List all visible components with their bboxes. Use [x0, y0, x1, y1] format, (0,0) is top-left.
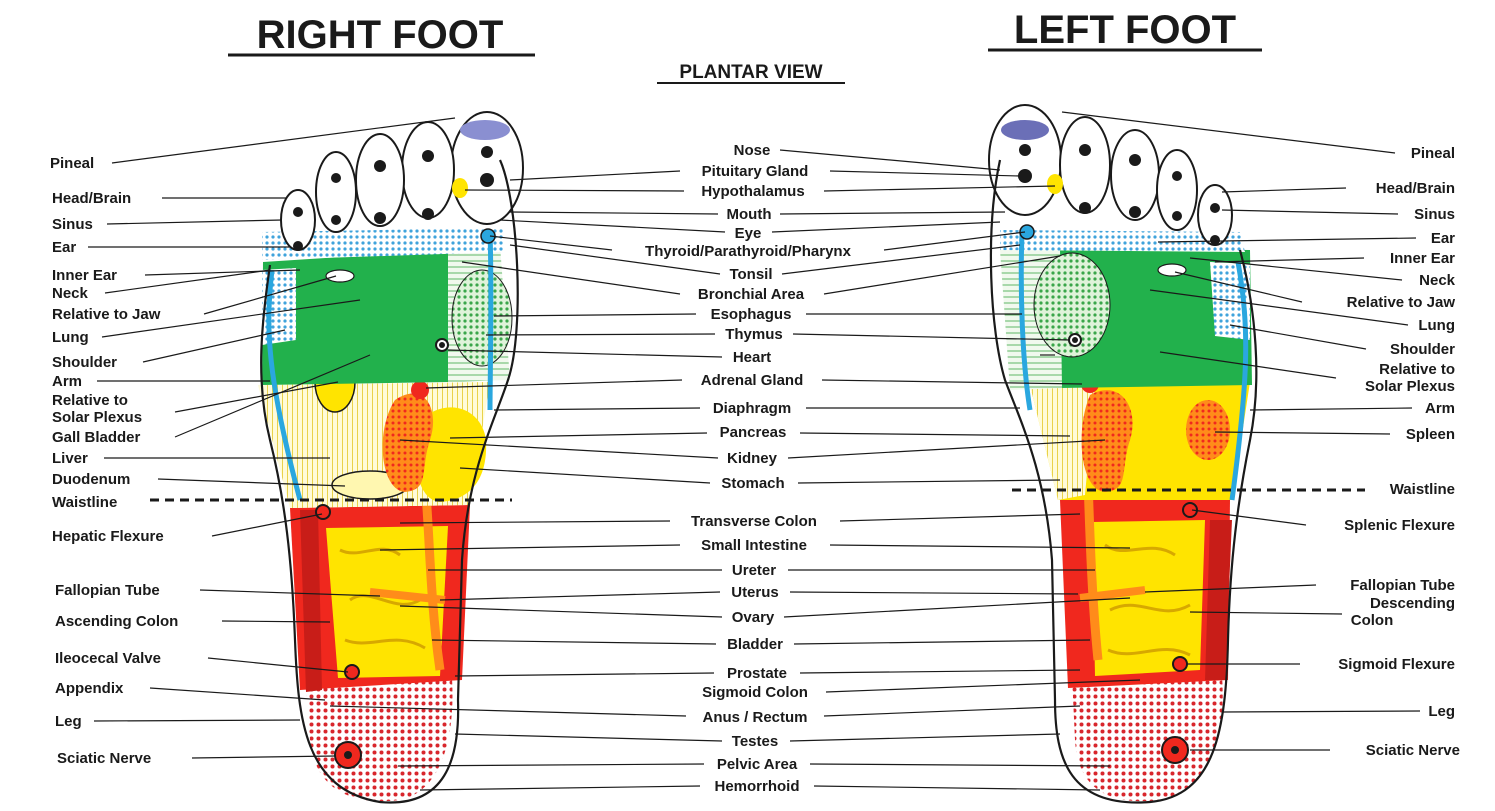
label-gall-bladder: Gall Bladder [52, 429, 141, 446]
label-inner-ear-left: Inner Ear [1390, 250, 1455, 267]
label-solar-plexus: Solar Plexus [52, 409, 142, 426]
label-pineal: Pineal [50, 155, 94, 172]
label-shoulder-left: Shoulder [1390, 341, 1455, 358]
label-sciatic-nerve-left: Sciatic Nerve [1366, 742, 1460, 759]
label-liver: Liver [52, 450, 88, 467]
label-kidney: Kidney [727, 450, 778, 467]
label-leg: Leg [55, 713, 82, 730]
label-pineal-left: Pineal [1411, 145, 1455, 162]
label-waistline-left: Waistline [1390, 481, 1455, 498]
right-foot-labels: Pineal Head/Brain Sinus Ear Inner Ear Ne… [50, 117, 456, 767]
label-leg-left: Leg [1428, 703, 1455, 720]
label-colon-left: Colon [1351, 612, 1394, 629]
label-small-intestine: Small Intestine [701, 537, 807, 554]
label-sigmoid-colon: Sigmoid Colon [702, 684, 808, 701]
label-shoulder: Shoulder [52, 354, 117, 371]
label-heart: Heart [733, 349, 771, 366]
label-spleen-left: Spleen [1406, 426, 1455, 443]
label-anus-rectum: Anus / Rectum [702, 709, 807, 726]
label-neck: Neck [52, 285, 89, 302]
label-inner-ear: Inner Ear [52, 267, 117, 284]
label-prostate: Prostate [727, 665, 787, 682]
label-uterus: Uterus [731, 584, 779, 601]
left-foot-labels: Pineal Head/Brain Sinus Ear Inner Ear Ne… [1061, 111, 1460, 759]
left-foot [988, 104, 1258, 804]
label-thymus: Thymus [725, 326, 783, 343]
label-ileocecal-valve: Ileocecal Valve [55, 650, 161, 667]
label-sigmoid-flexure-left: Sigmoid Flexure [1338, 656, 1455, 673]
label-lung: Lung [52, 329, 89, 346]
label-stomach: Stomach [721, 475, 784, 492]
label-sinus-left: Sinus [1414, 206, 1455, 223]
label-head-brain: Head/Brain [52, 190, 131, 207]
label-relative-to-jaw: Relative to Jaw [52, 306, 161, 323]
label-relative-to: Relative to [52, 392, 128, 409]
label-thyroid: Thyroid/Parathyroid/Pharynx [645, 243, 852, 260]
label-relative-to-jaw-left: Relative to Jaw [1347, 294, 1456, 311]
right-foot-title: RIGHT FOOT [257, 13, 504, 57]
label-eye: Eye [735, 225, 762, 242]
label-arm-left: Arm [1425, 400, 1455, 417]
label-bronchial-area: Bronchial Area [698, 286, 805, 303]
label-sinus: Sinus [52, 216, 93, 233]
label-splenic-flexure-left: Splenic Flexure [1344, 517, 1455, 534]
label-neck-left: Neck [1419, 272, 1456, 289]
label-duodenum: Duodenum [52, 471, 130, 488]
right-foot-toes [280, 111, 524, 251]
label-pelvic-area: Pelvic Area [717, 756, 798, 773]
label-esophagus: Esophagus [711, 306, 792, 323]
view-subtitle: PLANTAR VIEW [679, 62, 822, 83]
label-diaphragm: Diaphragm [713, 400, 791, 417]
label-ear-left: Ear [1431, 230, 1455, 247]
label-fallopian-tube: Fallopian Tube [55, 582, 160, 599]
right-foot [258, 111, 524, 804]
label-appendix: Appendix [55, 680, 124, 697]
label-ureter: Ureter [732, 562, 776, 579]
label-waistline: Waistline [52, 494, 117, 511]
label-head-brain-left: Head/Brain [1376, 180, 1455, 197]
label-sciatic-nerve: Sciatic Nerve [57, 750, 151, 767]
label-ascending-colon: Ascending Colon [55, 613, 178, 630]
label-lung-left: Lung [1418, 317, 1455, 334]
center-labels: Nose Pituitary Gland Hypothalamus Mouth … [329, 142, 1141, 795]
label-testes: Testes [732, 733, 778, 750]
label-adrenal-gland: Adrenal Gland [701, 372, 804, 389]
label-hypothalamus: Hypothalamus [701, 183, 804, 200]
label-ear: Ear [52, 239, 76, 256]
label-bladder: Bladder [727, 636, 783, 653]
left-foot-title: LEFT FOOT [1014, 8, 1236, 52]
label-relative-to-left: Relative to [1379, 361, 1455, 378]
label-hemorrhoid: Hemorrhoid [714, 778, 799, 795]
label-arm: Arm [52, 373, 82, 390]
label-mouth: Mouth [727, 206, 772, 223]
label-ovary: Ovary [732, 609, 775, 626]
label-transverse-colon: Transverse Colon [691, 513, 817, 530]
label-nose: Nose [734, 142, 771, 159]
label-hepatic-flexure: Hepatic Flexure [52, 528, 164, 545]
label-fallopian-tube-left: Fallopian Tube [1350, 577, 1455, 594]
label-pituitary-gland: Pituitary Gland [702, 163, 809, 180]
label-pancreas: Pancreas [720, 424, 787, 441]
label-descending-left: Descending [1370, 595, 1455, 612]
label-solar-plexus-left: Solar Plexus [1365, 378, 1455, 395]
label-tonsil: Tonsil [729, 266, 772, 283]
left-foot-toes [988, 104, 1233, 246]
